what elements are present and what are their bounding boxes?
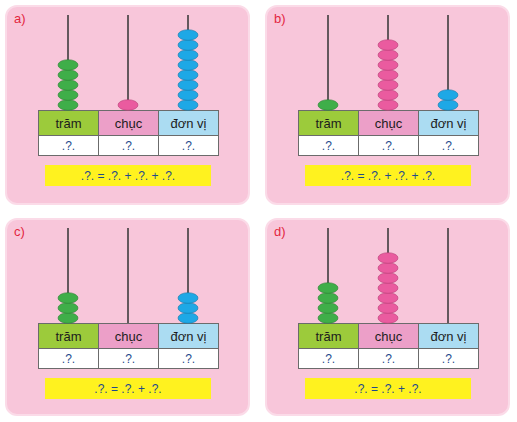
cell-text: .?. [62, 352, 75, 366]
cell-text: .?. [442, 352, 455, 366]
value-cell: .?. [298, 348, 359, 369]
cell-text: trăm [316, 329, 342, 344]
cell-text: .?. [122, 352, 135, 366]
equation-text: .?. = .?. + .?. + .?. [341, 169, 435, 183]
exercise-panel: d) trăm chục đơn vị.?..?..?. .?. = .?. + .?. [265, 218, 510, 416]
equation-bar: .?. = .?. + .?. [45, 378, 211, 399]
exercise-panel: c) trăm chục đơn vị.?..?..?. .?. = .?. + .?. [5, 218, 250, 416]
cell-text: chục [115, 329, 142, 344]
equation-text: .?. = .?. + .?. [94, 382, 161, 396]
cell-text: đơn vị [431, 329, 467, 344]
header-cell: trăm [298, 110, 359, 136]
header-cell: đơn vị [418, 323, 479, 349]
cell-text: chục [375, 329, 402, 344]
cell-text: chục [115, 116, 142, 131]
value-cell: .?. [158, 135, 219, 156]
cell-text: .?. [182, 352, 195, 366]
value-cell: .?. [358, 348, 419, 369]
header-cell: trăm [38, 110, 99, 136]
value-cell: .?. [418, 348, 479, 369]
exercise-letter: d) [274, 224, 286, 239]
header-cell: chục [358, 323, 419, 349]
cell-text: .?. [322, 352, 335, 366]
cell-text: .?. [322, 139, 335, 153]
header-cell: đơn vị [418, 110, 479, 136]
cell-text: đơn vị [171, 116, 207, 131]
value-cell: .?. [158, 348, 219, 369]
exercise-panel: b) trăm chục đơn vị.?..?..?. .?. = .?. + .?.… [265, 5, 510, 205]
exercise-letter: a) [14, 11, 26, 26]
value-cell: .?. [98, 135, 159, 156]
equation-text: .?. = .?. + .?. [354, 382, 421, 396]
header-cell: đơn vị [158, 323, 219, 349]
equation-text: .?. = .?. + .?. + .?. [81, 169, 175, 183]
value-cell: .?. [358, 135, 419, 156]
cell-text: .?. [442, 139, 455, 153]
header-cell: chục [98, 110, 159, 136]
equation-bar: .?. = .?. + .?. + .?. [45, 165, 211, 186]
exercise-letter: c) [14, 224, 25, 239]
cell-text: đơn vị [431, 116, 467, 131]
cell-text: .?. [122, 139, 135, 153]
cell-text: đơn vị [171, 329, 207, 344]
cell-text: trăm [56, 329, 82, 344]
header-cell: đơn vị [158, 110, 219, 136]
header-cell: chục [98, 323, 159, 349]
exercise-panel: a) trăm chục đơn vị.?..?..?. .?. = .?. + .?.… [5, 5, 250, 205]
header-cell: trăm [298, 323, 359, 349]
cell-text: .?. [382, 139, 395, 153]
header-cell: trăm [38, 323, 99, 349]
cell-text: .?. [382, 352, 395, 366]
cell-text: trăm [56, 116, 82, 131]
cell-text: .?. [182, 139, 195, 153]
value-cell: .?. [98, 348, 159, 369]
value-cell: .?. [418, 135, 479, 156]
equation-bar: .?. = .?. + .?. + .?. [305, 165, 471, 186]
exercise-letter: b) [274, 11, 286, 26]
value-cell: .?. [298, 135, 359, 156]
cell-text: trăm [316, 116, 342, 131]
cell-text: .?. [62, 139, 75, 153]
header-cell: chục [358, 110, 419, 136]
value-cell: .?. [38, 348, 99, 369]
equation-bar: .?. = .?. + .?. [305, 378, 471, 399]
cell-text: chục [375, 116, 402, 131]
value-cell: .?. [38, 135, 99, 156]
